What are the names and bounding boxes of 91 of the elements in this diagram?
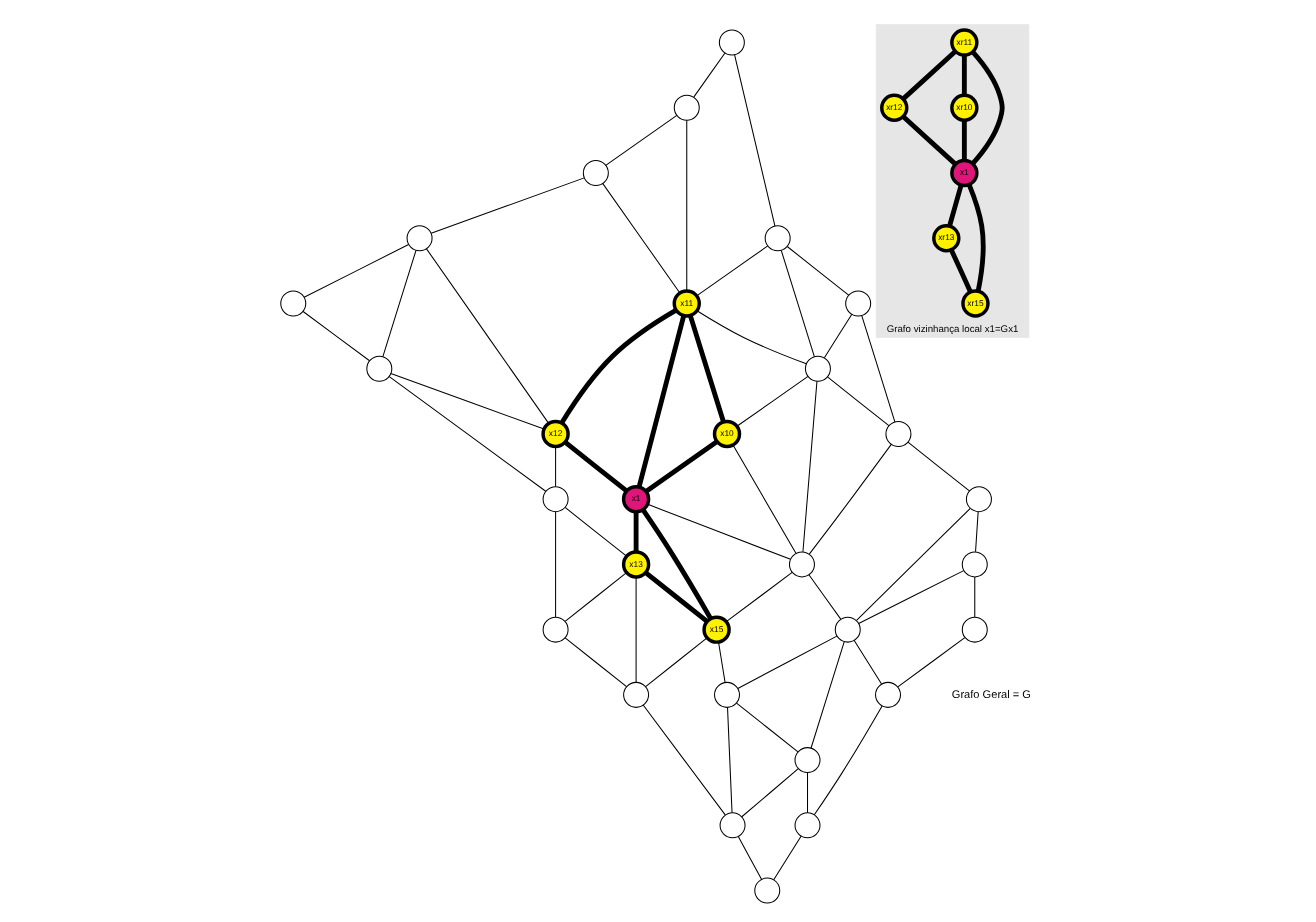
node-circle bbox=[960, 616, 987, 643]
connector bbox=[429, 177, 584, 234]
node-circle bbox=[581, 160, 608, 186]
connector bbox=[785, 245, 849, 296]
node-circle bbox=[753, 877, 780, 904]
connector bbox=[554, 511, 556, 618]
connector bbox=[857, 570, 964, 624]
node-circle bbox=[717, 29, 744, 56]
connector bbox=[635, 315, 686, 488]
node-circle bbox=[622, 681, 649, 708]
connector bbox=[562, 440, 628, 493]
connector bbox=[809, 641, 844, 749]
connector bbox=[852, 640, 882, 685]
connector bbox=[717, 641, 725, 683]
connector bbox=[687, 314, 725, 423]
connector bbox=[724, 571, 792, 623]
node-circle bbox=[763, 225, 790, 252]
connector bbox=[644, 637, 707, 688]
connector bbox=[632, 511, 638, 552]
connector bbox=[812, 705, 882, 816]
connector bbox=[731, 444, 796, 554]
connector bbox=[692, 52, 725, 98]
connector bbox=[563, 506, 627, 557]
connector bbox=[960, 120, 966, 161]
node-circle bbox=[672, 94, 699, 121]
connector bbox=[860, 315, 895, 423]
node-circle bbox=[365, 355, 392, 382]
connector bbox=[563, 637, 627, 688]
connector bbox=[896, 637, 965, 688]
connector bbox=[604, 114, 677, 166]
node-circle bbox=[713, 681, 739, 708]
connector bbox=[643, 439, 718, 494]
connector bbox=[641, 704, 725, 816]
connector bbox=[960, 55, 966, 96]
connector bbox=[779, 249, 814, 358]
node-circle bbox=[718, 812, 745, 839]
connector bbox=[900, 49, 956, 101]
connector bbox=[900, 115, 957, 166]
connector bbox=[601, 183, 680, 294]
connector bbox=[735, 375, 808, 427]
connector bbox=[740, 768, 798, 818]
connector bbox=[772, 835, 801, 881]
connector bbox=[807, 574, 841, 620]
connector bbox=[736, 635, 837, 689]
node-circle bbox=[541, 616, 568, 643]
node-circle bbox=[279, 290, 306, 317]
connector bbox=[969, 50, 1004, 166]
node-circle bbox=[541, 486, 568, 513]
connector bbox=[807, 443, 891, 555]
connector bbox=[643, 570, 708, 624]
connector bbox=[639, 508, 712, 620]
connector bbox=[822, 313, 852, 359]
connector bbox=[733, 54, 775, 227]
connector bbox=[946, 184, 963, 227]
connector bbox=[389, 373, 544, 430]
connector bbox=[646, 503, 791, 560]
node-circle bbox=[874, 681, 901, 708]
node-circle bbox=[787, 551, 814, 578]
connector bbox=[695, 310, 806, 365]
connector bbox=[558, 308, 677, 425]
connector bbox=[736, 836, 762, 880]
connector bbox=[906, 441, 969, 492]
connector bbox=[563, 572, 627, 622]
node-circle bbox=[844, 290, 871, 317]
node-circle bbox=[884, 420, 911, 447]
connector bbox=[855, 507, 970, 621]
connector bbox=[634, 576, 636, 683]
connector bbox=[425, 248, 549, 424]
connector bbox=[973, 576, 975, 618]
connector bbox=[381, 249, 416, 358]
node-circle bbox=[960, 551, 987, 578]
connector bbox=[974, 511, 978, 553]
node-circle bbox=[803, 355, 830, 382]
node-circle bbox=[833, 616, 860, 643]
node-circle bbox=[793, 812, 820, 839]
connector bbox=[726, 706, 732, 814]
connector bbox=[554, 446, 556, 488]
connector bbox=[301, 310, 370, 362]
connector bbox=[735, 702, 798, 753]
connector bbox=[695, 245, 768, 297]
connector bbox=[387, 376, 546, 492]
connector bbox=[948, 248, 972, 293]
node-circle bbox=[405, 225, 432, 252]
connector bbox=[801, 380, 817, 553]
node-circle bbox=[964, 486, 991, 513]
connector bbox=[965, 183, 985, 292]
connector bbox=[302, 243, 409, 298]
node-circle bbox=[793, 747, 820, 774]
connector bbox=[825, 376, 889, 427]
connector bbox=[806, 772, 808, 814]
connector bbox=[685, 119, 687, 292]
